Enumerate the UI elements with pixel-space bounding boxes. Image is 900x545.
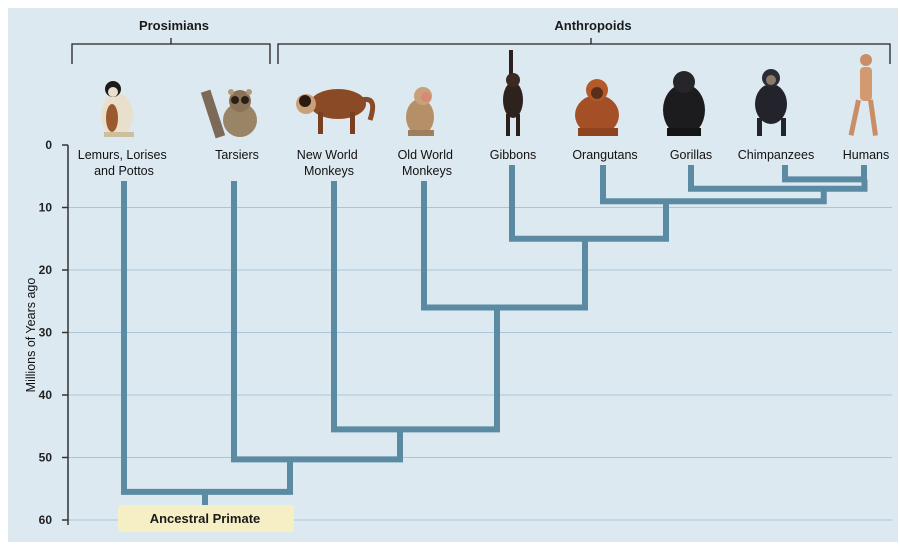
taxon-label-orangutans: Orangutans bbox=[572, 148, 637, 162]
taxon-label-gibbons: Gibbons bbox=[490, 148, 537, 162]
taxon-label-humans: Humans bbox=[843, 148, 890, 162]
prosimians-label: Prosimians bbox=[139, 18, 209, 33]
tick-label-30: 30 bbox=[39, 326, 53, 340]
tick-label-40: 40 bbox=[39, 388, 53, 402]
anthropoids-label: Anthropoids bbox=[554, 18, 631, 33]
tick-label-60: 60 bbox=[39, 513, 53, 527]
ancestral-primate-label: Ancestral Primate bbox=[150, 511, 261, 526]
tick-label-50: 50 bbox=[39, 451, 53, 465]
tick-label-10: 10 bbox=[39, 201, 53, 215]
taxon-label-gorillas: Gorillas bbox=[670, 148, 712, 162]
tick-label-0: 0 bbox=[45, 138, 52, 152]
taxon-label-chimpanzees: Chimpanzees bbox=[738, 148, 814, 162]
taxon-label-tarsiers: Tarsiers bbox=[215, 148, 259, 162]
tick-label-20: 20 bbox=[39, 263, 53, 277]
time-axis-title: Millions of Years ago bbox=[24, 278, 38, 393]
